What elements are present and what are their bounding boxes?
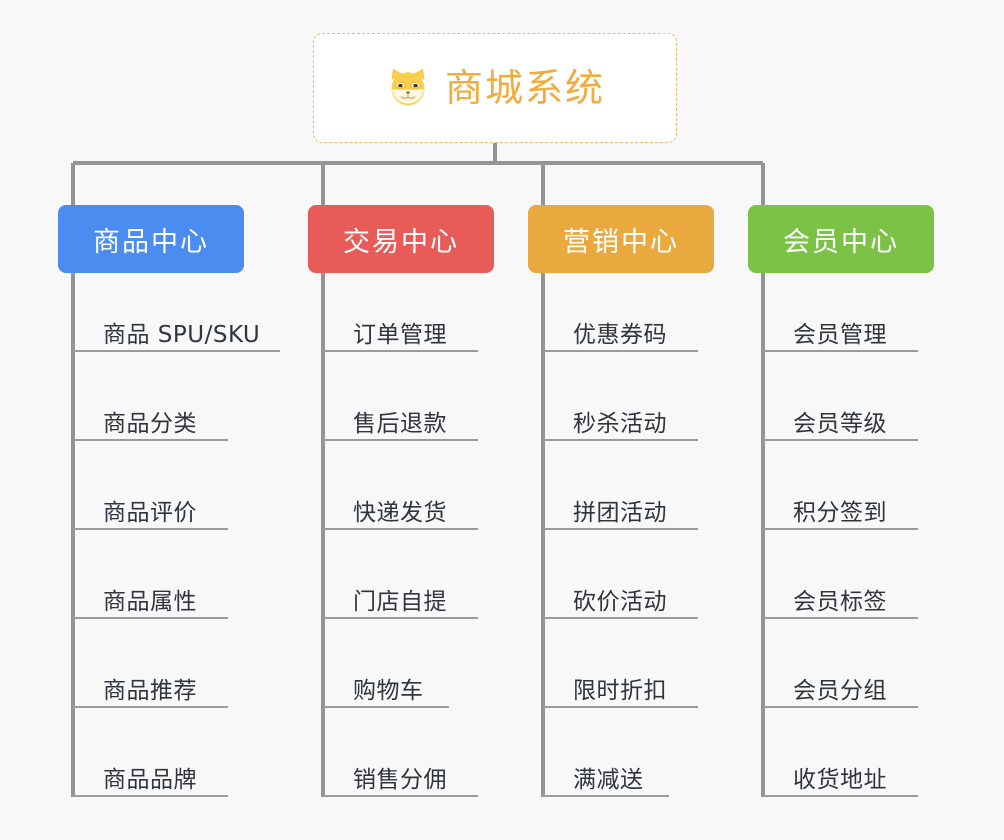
leaf-item-label: 商品推荐 — [103, 677, 197, 704]
leaf-item[interactable]: 优惠券码 — [543, 308, 698, 352]
leaf-item[interactable]: 快递发货 — [323, 486, 478, 530]
leaf-item[interactable]: 门店自提 — [323, 575, 478, 619]
leaf-item-label: 商品品牌 — [103, 766, 197, 793]
leaf-item-label: 销售分佣 — [353, 766, 447, 793]
category-header-label: 营销中心 — [563, 226, 679, 258]
leaf-item[interactable]: 售后退款 — [323, 397, 478, 441]
leaf-item-label: 购物车 — [353, 677, 424, 704]
leaf-item-label: 秒杀活动 — [573, 410, 667, 437]
leaf-item[interactable]: 会员等级 — [763, 397, 918, 441]
category-header-label: 交易中心 — [343, 226, 459, 258]
leaf-item-label: 会员管理 — [793, 321, 887, 348]
leaf-item-label: 商品 SPU/SKU — [103, 321, 261, 348]
leaf-item[interactable]: 会员标签 — [763, 575, 918, 619]
leaf-item[interactable]: 会员分组 — [763, 664, 918, 708]
leaf-item[interactable]: 销售分佣 — [323, 753, 478, 797]
leaf-item-label: 限时折扣 — [573, 677, 667, 704]
category-header-2[interactable]: 交易中心 — [308, 205, 494, 273]
leaf-item-label: 积分签到 — [793, 499, 887, 526]
root-node[interactable]: 商城系统 — [313, 33, 677, 143]
leaf-item-label: 拼团活动 — [573, 499, 667, 526]
leaf-item[interactable]: 商品 SPU/SKU — [73, 308, 280, 352]
leaf-item-label: 商品分类 — [103, 410, 197, 437]
shiba-dog-face-icon — [385, 65, 431, 111]
leaf-item-label: 会员分组 — [793, 677, 887, 704]
leaf-item-label: 售后退款 — [353, 410, 447, 437]
leaf-item[interactable]: 商品评价 — [73, 486, 228, 530]
leaf-item[interactable]: 商品分类 — [73, 397, 228, 441]
leaf-item-label: 优惠券码 — [573, 321, 667, 348]
leaf-item[interactable]: 满减送 — [543, 753, 669, 797]
leaf-item-label: 收货地址 — [793, 766, 887, 793]
category-header-label: 会员中心 — [783, 226, 899, 258]
leaf-item-label: 商品属性 — [103, 588, 197, 615]
leaf-item[interactable]: 砍价活动 — [543, 575, 698, 619]
leaf-item[interactable]: 购物车 — [323, 664, 449, 708]
leaf-item-label: 会员标签 — [793, 588, 887, 615]
leaf-item-label: 满减送 — [573, 766, 644, 793]
leaf-item[interactable]: 收货地址 — [763, 753, 918, 797]
leaf-item[interactable]: 积分签到 — [763, 486, 918, 530]
leaf-item[interactable]: 秒杀活动 — [543, 397, 698, 441]
leaf-item[interactable]: 商品推荐 — [73, 664, 228, 708]
leaf-item-label: 商品评价 — [103, 499, 197, 526]
leaf-item-label: 门店自提 — [353, 588, 447, 615]
leaf-item[interactable]: 拼团活动 — [543, 486, 698, 530]
category-header-3[interactable]: 营销中心 — [528, 205, 714, 273]
leaf-item[interactable]: 订单管理 — [323, 308, 478, 352]
leaf-item-label: 快递发货 — [353, 499, 447, 526]
category-header-4[interactable]: 会员中心 — [748, 205, 934, 273]
root-title: 商城系统 — [444, 66, 605, 110]
category-header-label: 商品中心 — [93, 226, 209, 258]
leaf-item[interactable]: 商品品牌 — [73, 753, 228, 797]
category-header-1[interactable]: 商品中心 — [58, 205, 244, 273]
leaf-item-label: 会员等级 — [793, 410, 887, 437]
leaf-item[interactable]: 限时折扣 — [543, 664, 698, 708]
leaf-item[interactable]: 商品属性 — [73, 575, 228, 619]
leaf-item[interactable]: 会员管理 — [763, 308, 918, 352]
leaf-item-label: 订单管理 — [353, 321, 447, 348]
leaf-item-label: 砍价活动 — [573, 588, 667, 615]
